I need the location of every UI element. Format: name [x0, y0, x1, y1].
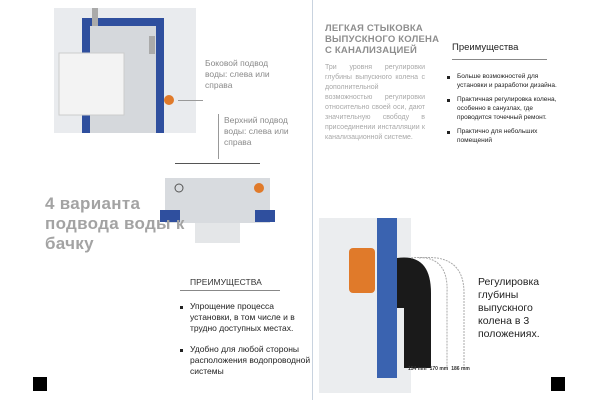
list-item: Упрощение процесса установки, в том числ… [178, 301, 313, 334]
installation-frame-image [54, 8, 196, 133]
text-line: бачку [45, 234, 94, 253]
callout-line [218, 114, 219, 159]
position-label: 170 mm [429, 366, 449, 372]
position-label: 154 mm [408, 366, 427, 372]
page-marker [33, 377, 47, 391]
tank-top-view-image [155, 158, 280, 243]
list-item: Удобно для любой стороны расположения во… [178, 344, 313, 377]
list-item: Практично для небольших помещений [445, 127, 565, 145]
advantages-title: ПРЕИМУЩЕСТВА [180, 277, 280, 291]
advantages-list: Упрощение процесса установки, в том числ… [178, 301, 313, 387]
text-line: С КАНАЛИЗАЦИЕЙ [325, 45, 418, 56]
section-body: Три уровня регулировки глубины выпускног… [325, 64, 425, 141]
advantages-list-right: Больше возможностей для установки и разр… [445, 72, 565, 150]
side-supply-caption: Боковой подвод воды: слева или справа [205, 58, 270, 90]
list-item: Практичная регулировка колена, особенно … [445, 95, 565, 122]
position-labels: 154 mm 170 mm 186 mm [408, 366, 470, 372]
page-divider [312, 0, 313, 400]
text-line: ВЫПУСКНОГО КОЛЕНА [325, 34, 440, 45]
elbow-adjust-image [319, 218, 469, 393]
list-item: Больше возможностей для установки и разр… [445, 72, 565, 90]
callout-line [178, 100, 203, 101]
text-line: ЛЕГКАЯ СТЫКОВКА [325, 23, 423, 34]
text-line: 4 варианта [45, 194, 141, 213]
position-label: 186 mm [451, 366, 470, 372]
text-line: подвода воды к [45, 214, 185, 233]
adjust-caption: Регулировка глубины выпускного колена в … [478, 276, 540, 340]
advantages-title-right: Преимущества [452, 42, 547, 60]
top-supply-caption: Верхний подвод воды: слева или справа [224, 115, 289, 147]
page-marker [551, 377, 565, 391]
